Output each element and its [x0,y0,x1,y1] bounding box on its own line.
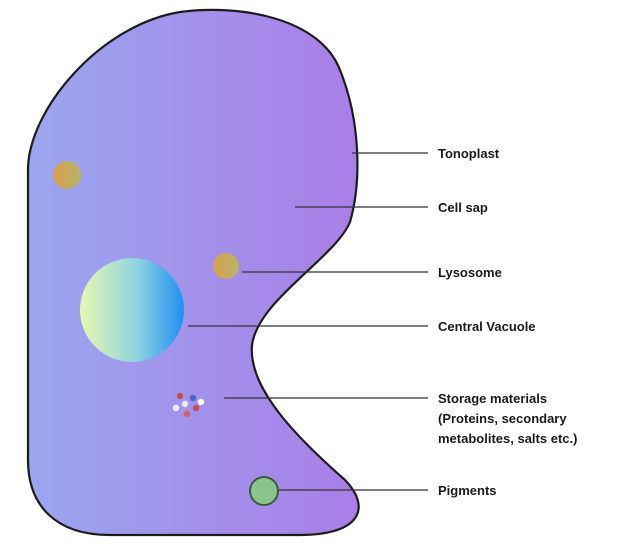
lysosome [213,253,239,279]
storage-materials-detail-2: metabolites, salts etc.) [438,431,577,446]
storage-materials-label: Storage materials [438,391,547,406]
pigment [250,477,278,505]
lysosome-label: Lysosome [438,265,502,280]
tonoplast-label: Tonoplast [438,146,500,161]
storage-materials-detail-1: (Proteins, secondary [438,411,567,426]
pigments-label: Pigments [438,483,497,498]
central-vacuole [80,258,184,362]
central-vacuole-label: Central Vacuole [438,319,536,334]
cell-sap-label: Cell sap [438,200,488,215]
lysosome-upper [53,161,81,189]
